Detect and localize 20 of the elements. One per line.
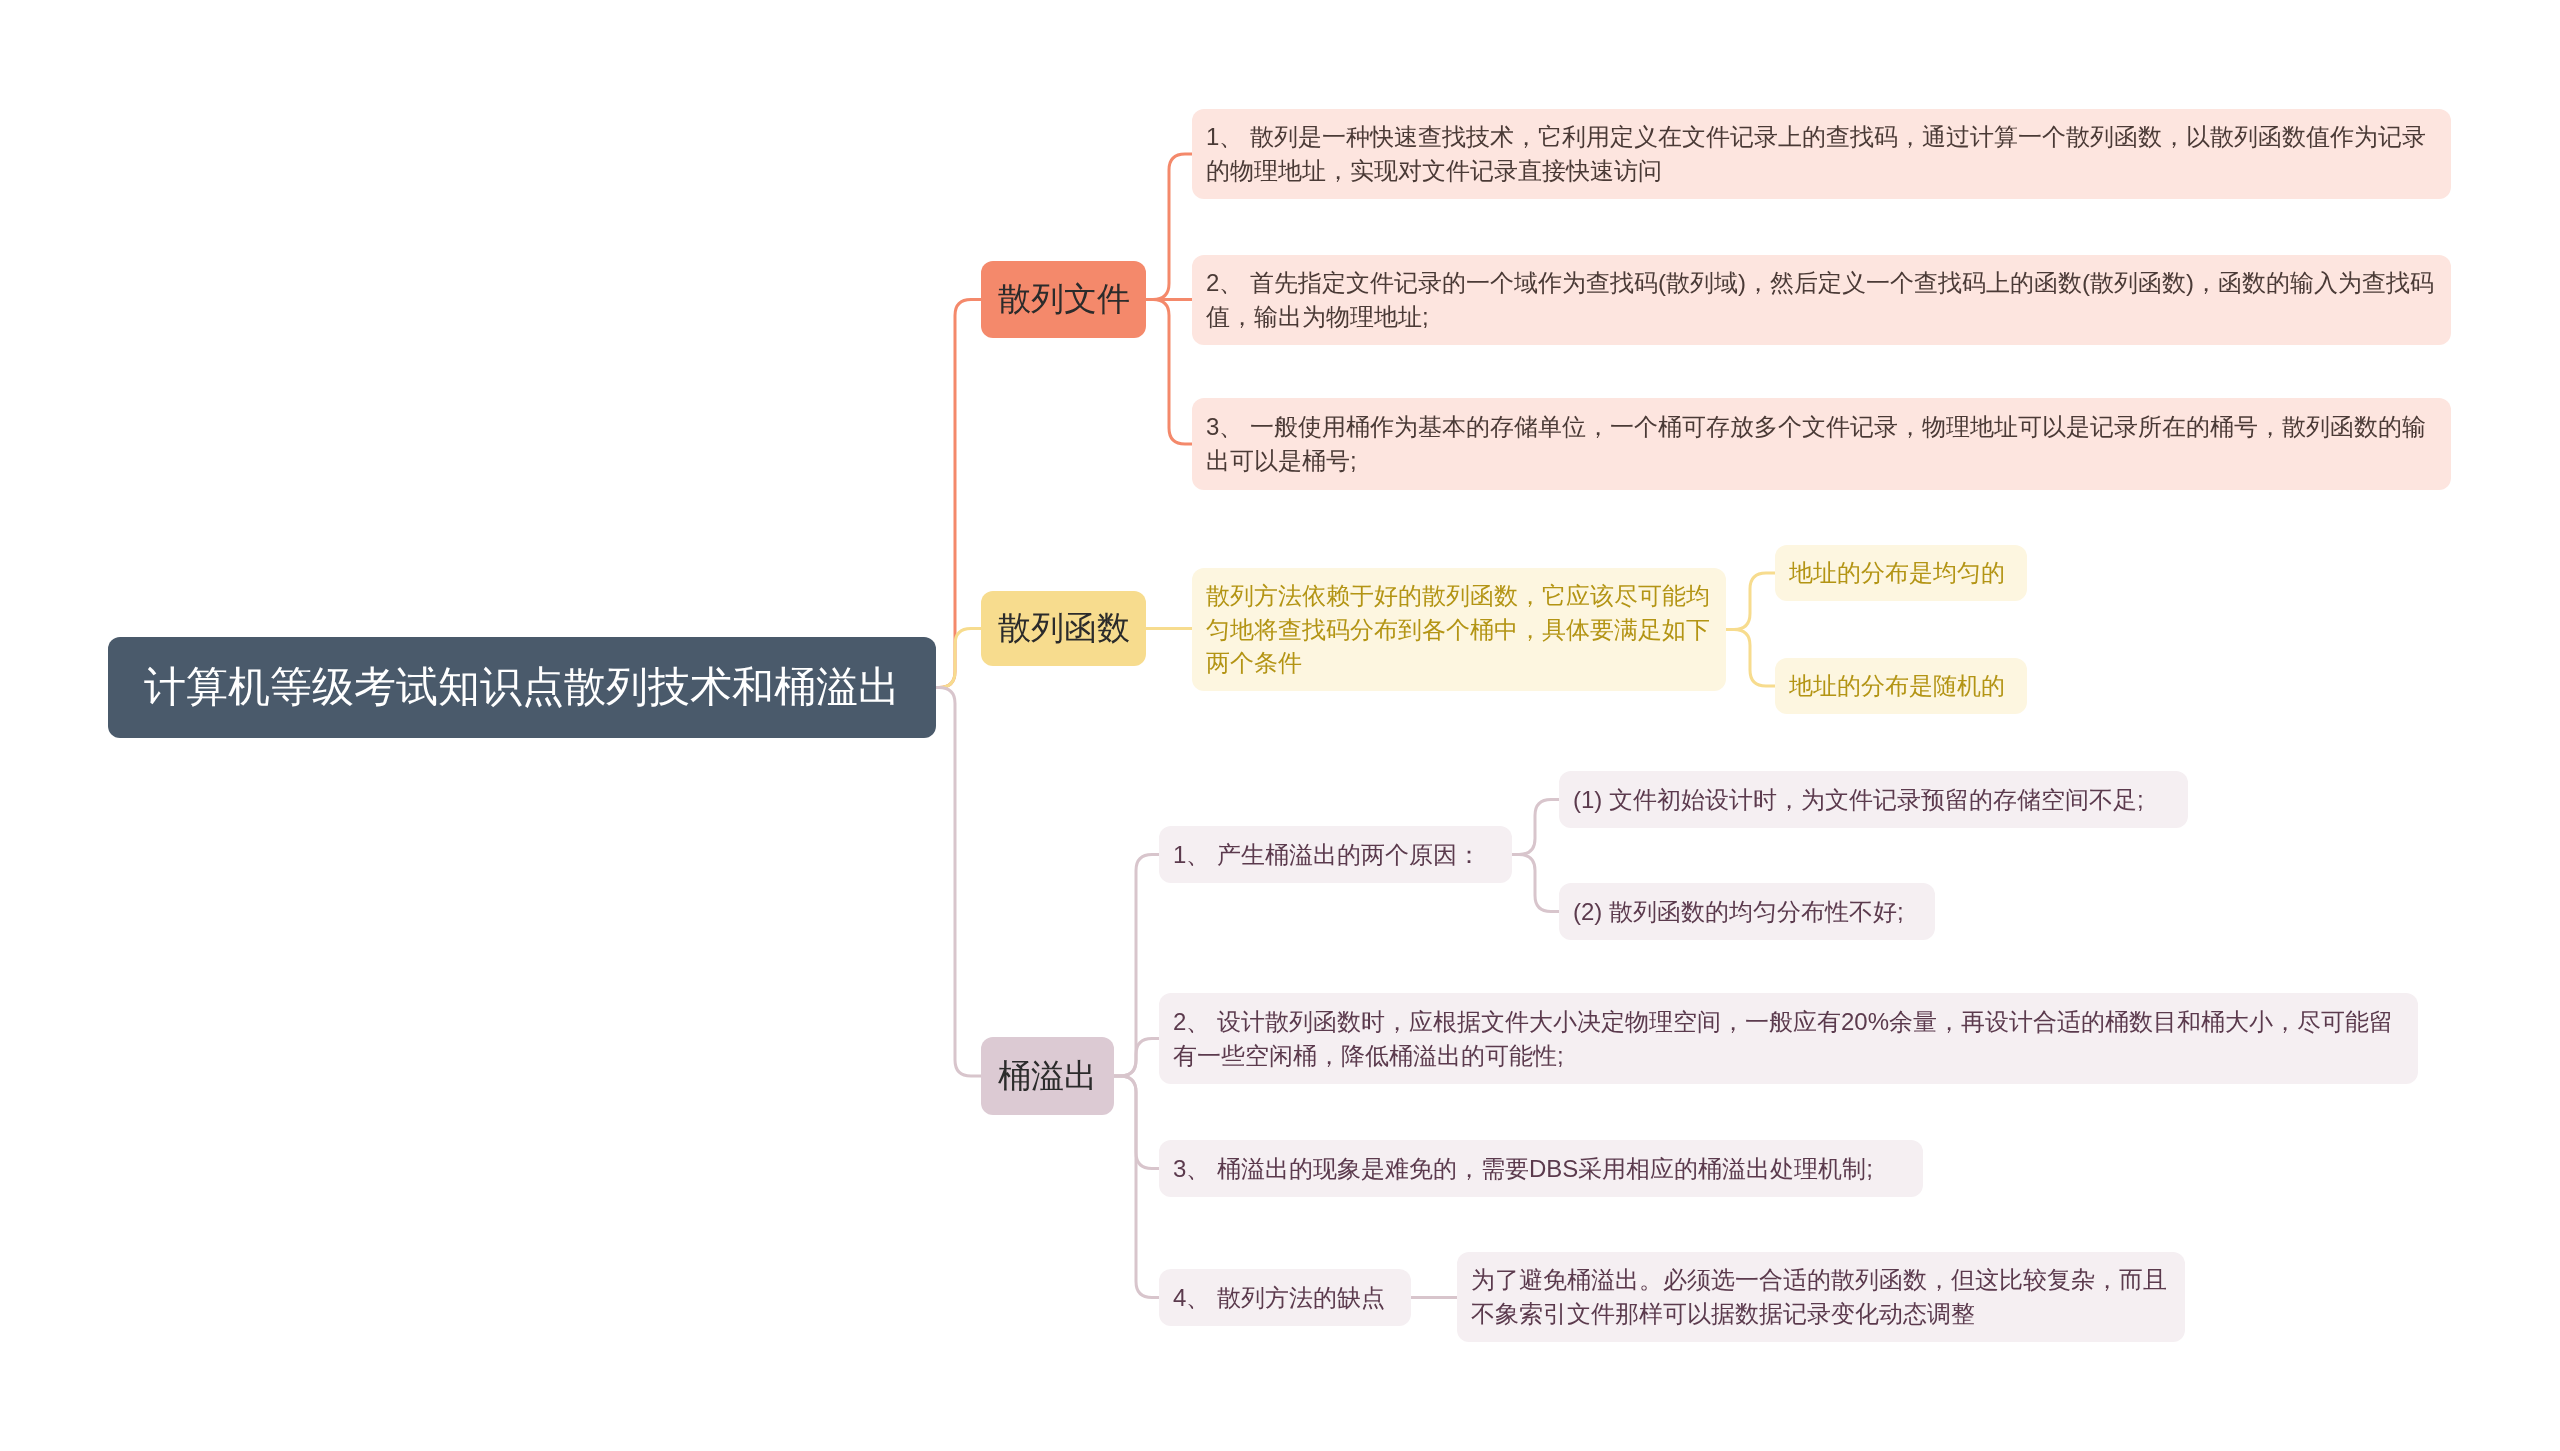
branch-topic-box: 桶溢出 [981, 1037, 1114, 1115]
connector-line [1146, 298, 1192, 446]
root-topic-box: 计算机等级考试知识点散列技术和桶溢出 [108, 637, 936, 738]
connector-line [1411, 1296, 1457, 1299]
note-box: 地址的分布是均匀的 [1775, 545, 2027, 601]
note-box: 3、 桶溢出的现象是难免的，需要DBS采用相应的桶溢出处理机制; [1159, 1140, 1923, 1197]
note-box: 散列方法依赖于好的散列函数，它应该尽可能均匀地将查找码分布到各个桶中，具体要满足如下两个条件 [1192, 568, 1726, 691]
note-box: (2) 散列函数的均匀分布性不好; [1559, 883, 1935, 940]
note-box: 2、 首先指定文件记录的一个域作为查找码(散列域)，然后定义一个查找码上的函数(散列函数)，函数的输入为查找码值，输出为物理地址; [1192, 255, 2451, 345]
branch-topic-box: 散列文件 [981, 261, 1146, 338]
note-box: 1、 散列是一种快速查找技术，它利用定义在文件记录上的查找码，通过计算一个散列函数，以散列函数值作为记录的物理地址，实现对文件记录直接快速访问 [1192, 109, 2451, 199]
note-box: 为了避免桶溢出。必须选一合适的散列函数，但这比较复杂，而且不象索引文件那样可以据数据记录变化动态调整 [1457, 1252, 2185, 1342]
connector-line [1146, 627, 1192, 630]
note-box: (1) 文件初始设计时，为文件记录预留的存储空间不足; [1559, 771, 2188, 828]
note-box: 1、 产生桶溢出的两个原因： [1159, 826, 1512, 883]
note-box: 4、 散列方法的缺点 [1159, 1269, 1411, 1326]
note-box: 3、 一般使用桶作为基本的存储单位，一个桶可存放多个文件记录，物理地址可以是记录所在的桶号，散列函数的输出可以是桶号; [1192, 398, 2451, 490]
note-box: 地址的分布是随机的 [1775, 658, 2027, 714]
note-box: 2、 设计散列函数时，应根据文件大小决定物理空间，一般应有20%余量，再设计合适的桶数目和桶大小，尽可能留有一些空闲桶，降低桶溢出的可能性; [1159, 993, 2418, 1084]
branch-topic-box: 散列函数 [981, 591, 1146, 666]
